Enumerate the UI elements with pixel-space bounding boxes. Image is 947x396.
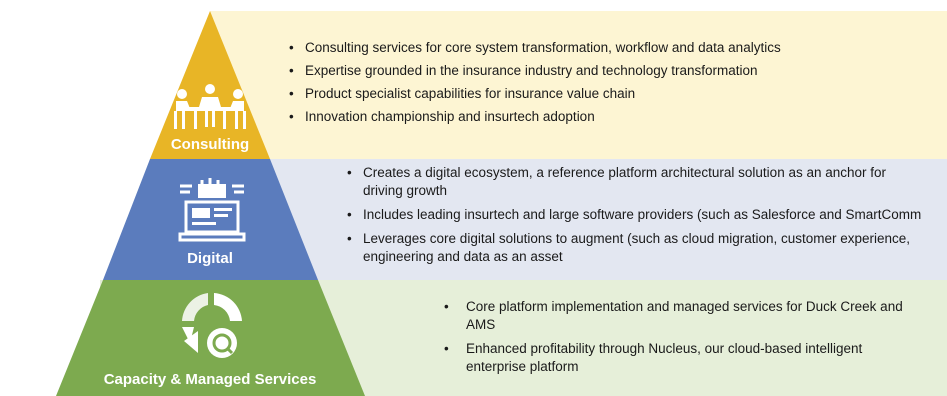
list-item: Core platform implementation and managed… xyxy=(440,298,920,334)
list-item: Innovation championship and insurtech ad… xyxy=(285,108,935,126)
list-item: Enhanced profitability through Nucleus, … xyxy=(440,340,920,376)
tier-label-digital: Digital xyxy=(187,250,233,267)
list-item: Includes leading insurtech and large sof… xyxy=(343,206,923,224)
list-item: Leverages core digital solutions to augm… xyxy=(343,230,923,266)
tier-label-capacity: Capacity & Managed Services xyxy=(103,371,317,388)
consulting-bullet-list: Consulting services for core system tran… xyxy=(285,39,935,131)
digital-laptop-icon xyxy=(178,178,246,242)
list-item: Product specialist capabilities for insu… xyxy=(285,85,935,103)
list-item: Expertise grounded in the insurance indu… xyxy=(285,62,935,80)
list-item: Consulting services for core system tran… xyxy=(285,39,935,57)
managed-services-icon xyxy=(182,293,242,358)
list-item: Creates a digital ecosystem, a reference… xyxy=(343,164,923,200)
capacity-bullet-list: Core platform implementation and managed… xyxy=(440,298,920,382)
meeting-table-icon xyxy=(174,84,246,129)
digital-bullet-list: Creates a digital ecosystem, a reference… xyxy=(343,164,923,272)
tier-label-consulting: Consulting xyxy=(170,136,250,153)
pyramid-tier-digital xyxy=(103,159,318,280)
